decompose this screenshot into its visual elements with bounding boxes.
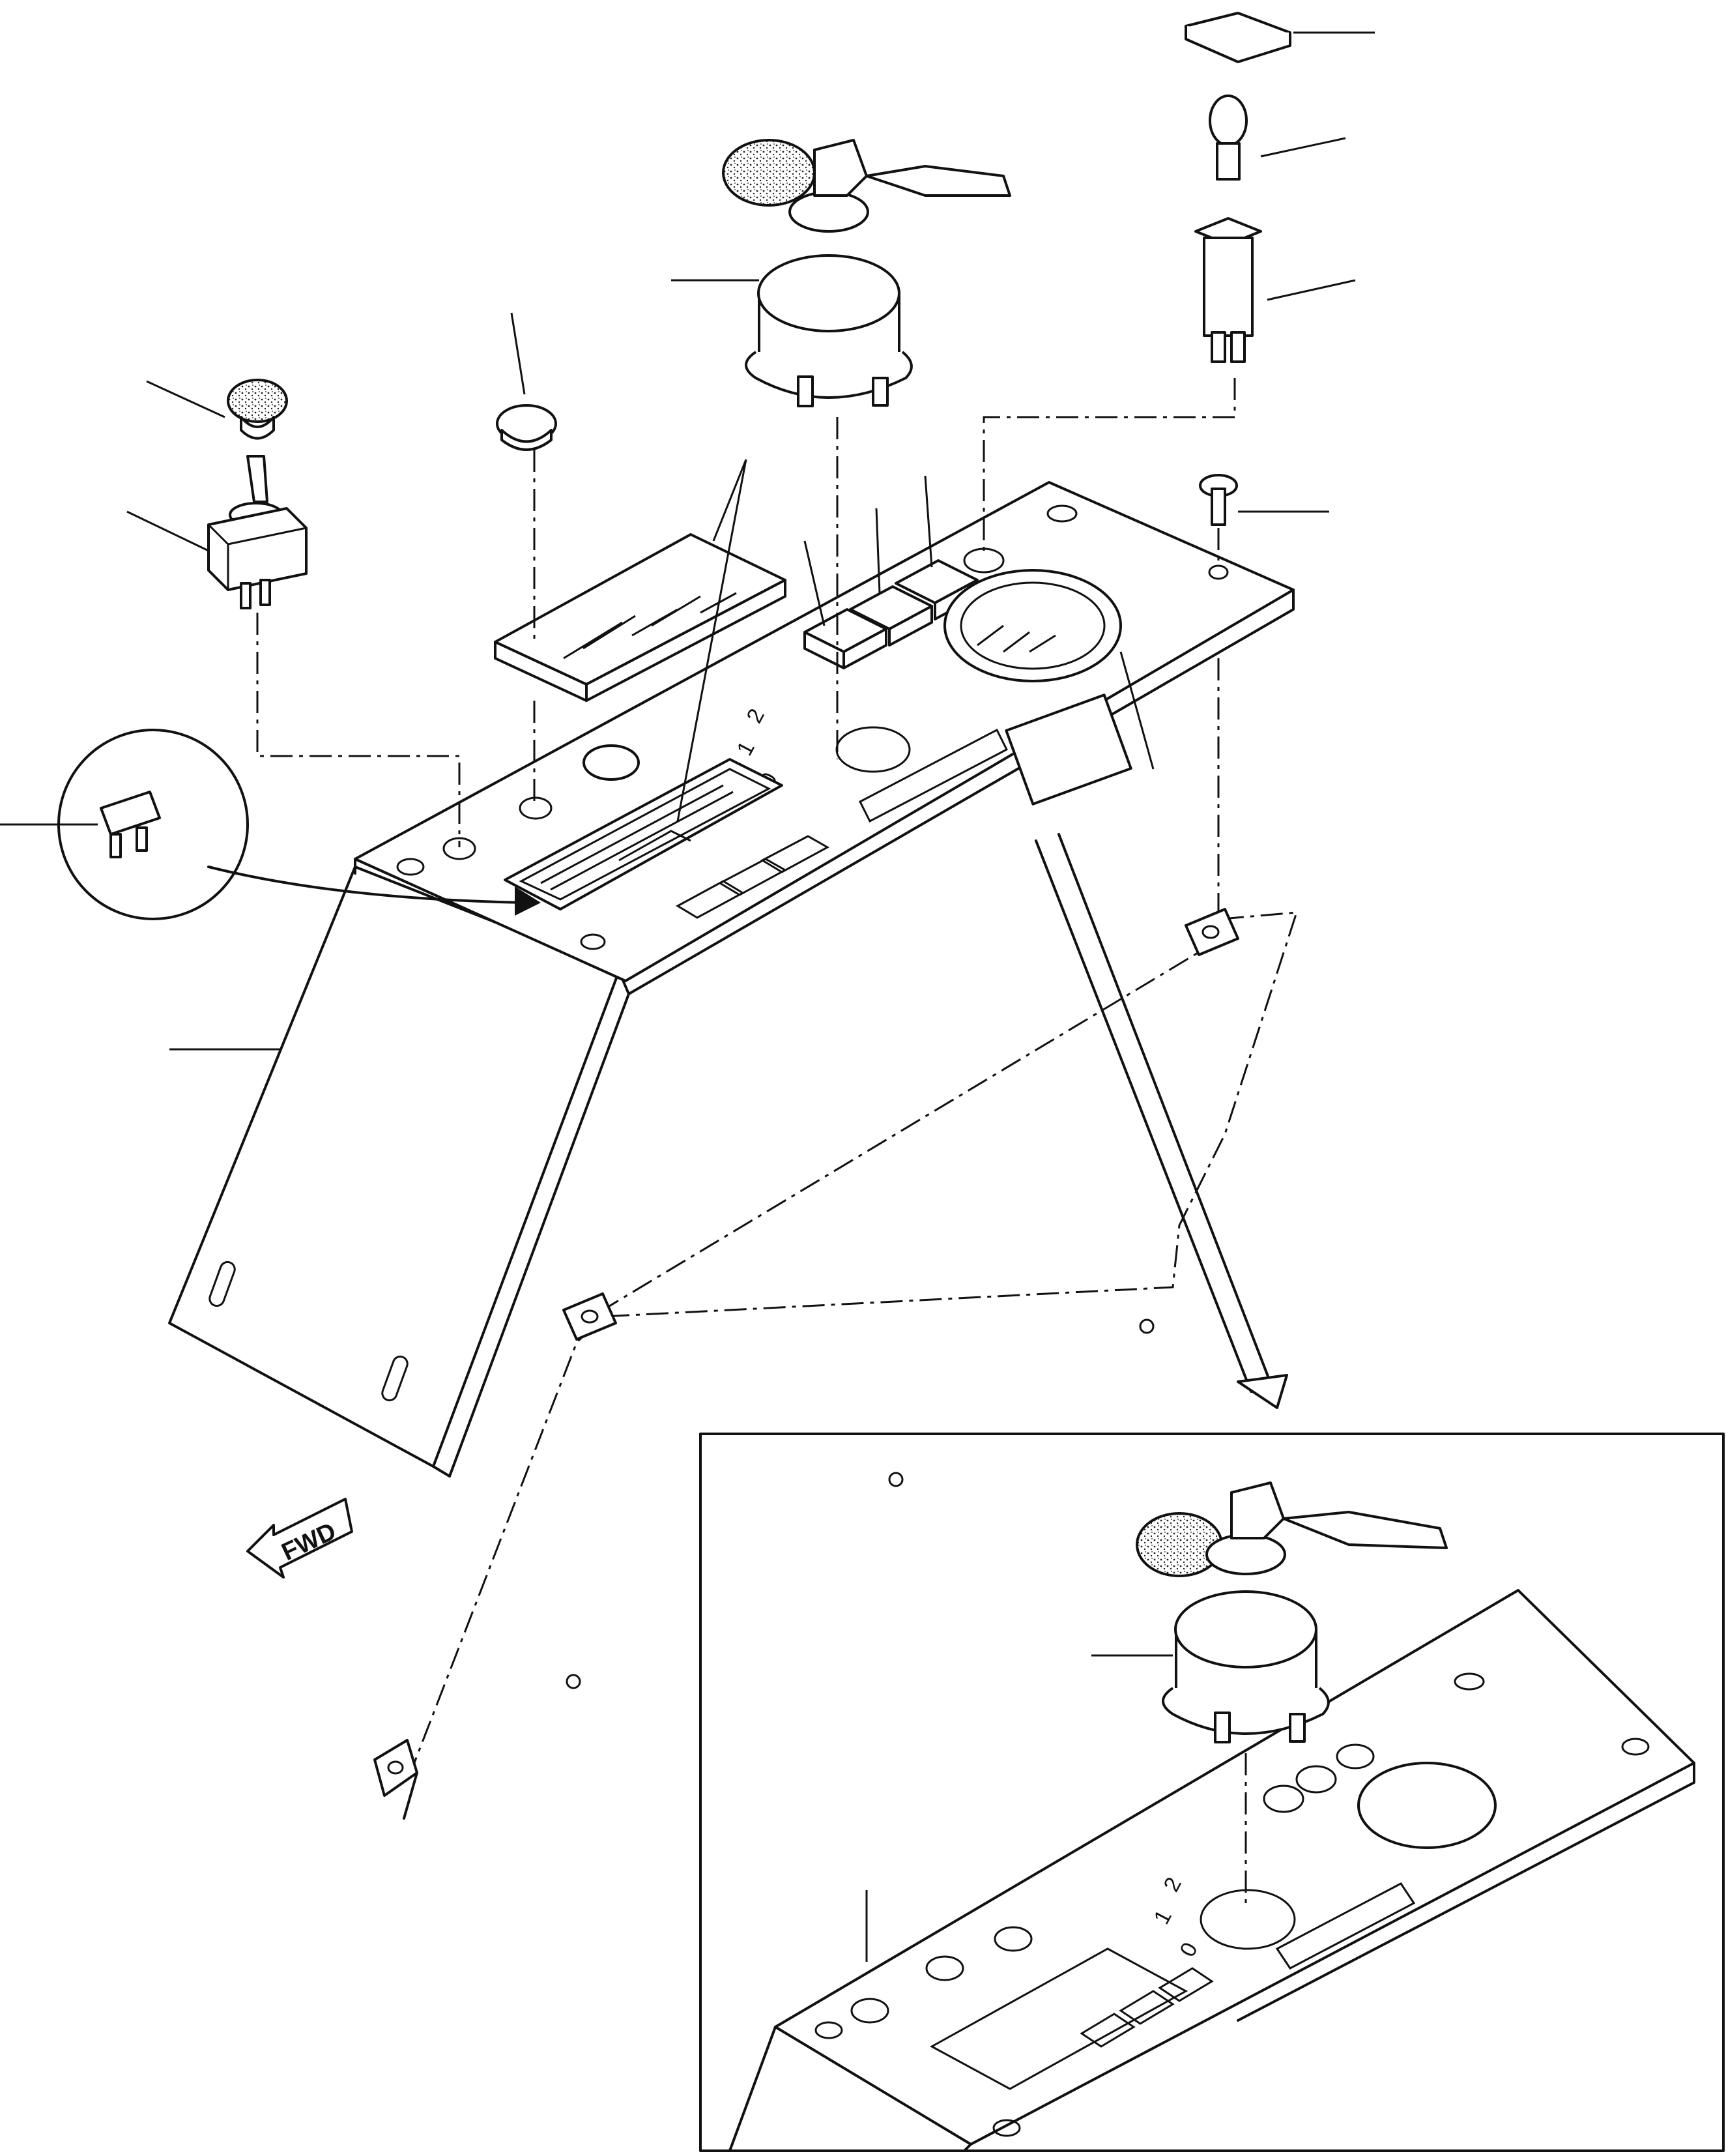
- inset-gauge-hole: [1357, 1762, 1497, 1849]
- mounting-screw: [1199, 474, 1238, 526]
- front-slot-2: [381, 1355, 409, 1402]
- screw-hole: [1208, 564, 1229, 580]
- assembly-center-lines: [256, 378, 1236, 912]
- panel-top-face: [354, 481, 1295, 982]
- fuse-detail-callout: [57, 729, 541, 920]
- indicator-window-3: [760, 835, 830, 873]
- forward-direction-arrow: FWD: [246, 1498, 353, 1579]
- inset-ignition-switch: [1136, 1481, 1448, 1910]
- plug-hole: [519, 796, 553, 820]
- toggle-switch-hole: [442, 837, 476, 860]
- front-slot-1: [209, 1260, 236, 1307]
- slot-hole: [1046, 504, 1078, 523]
- reference-leader-lines: [0, 31, 1375, 1962]
- ignition-key: [813, 139, 868, 197]
- label-plate: [859, 728, 1008, 823]
- key-ring-cover: [722, 139, 816, 207]
- ignition-switch: [722, 139, 1011, 407]
- blanking-plug: [496, 404, 557, 451]
- button-plug: [583, 744, 640, 781]
- hour-meter-gauge: [943, 569, 1132, 806]
- detail-view-arrow: [1035, 833, 1288, 1409]
- bracket-tab-3: [373, 1739, 418, 1797]
- panel-hole-front: [580, 933, 606, 950]
- blade-fuse: [100, 791, 161, 836]
- fuse-box-cover: [494, 533, 786, 702]
- panel-front-face: [168, 866, 620, 1468]
- panel-hole: [396, 858, 425, 876]
- bracket-tab-2: [562, 1292, 617, 1341]
- fuse-box: [504, 758, 783, 910]
- main-panel: 2 1 0: [168, 481, 1299, 1820]
- pilot-lamp-assembly: [1185, 12, 1291, 363]
- toggle-boot: [227, 379, 288, 423]
- inset-frame: [699, 1433, 1725, 2152]
- inset-display-window: [929, 1947, 1188, 2090]
- bracket-tab-1: [1185, 908, 1239, 956]
- alternate-panel-inset: 2 1 0: [699, 1433, 1725, 2152]
- bulb: [1209, 95, 1248, 147]
- toggle-switch: [207, 379, 308, 609]
- inset-ignition-hole: [1200, 1889, 1296, 1950]
